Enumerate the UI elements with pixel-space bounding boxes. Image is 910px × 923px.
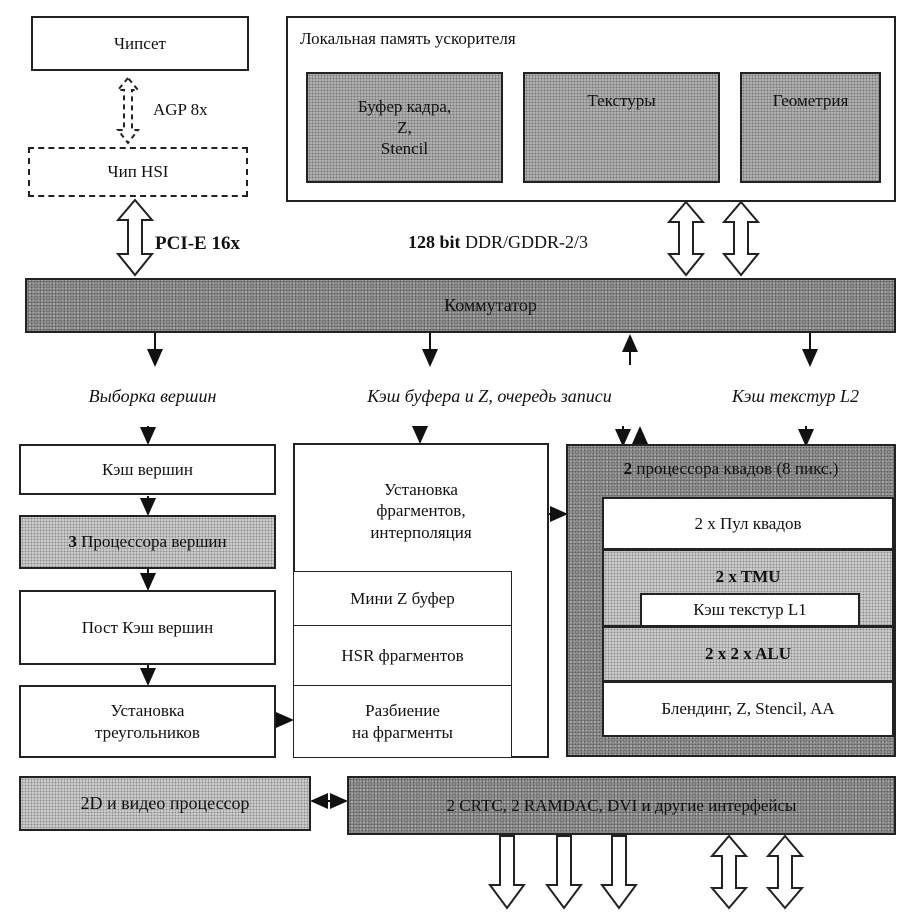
vertex-processors-box: 3 Процессора вершин bbox=[19, 515, 276, 569]
video-2d-label: 2D и видео процессор bbox=[80, 793, 250, 814]
chipset-label: Чипсет bbox=[114, 33, 166, 53]
bus-switch-label: Коммутатор bbox=[444, 295, 537, 316]
tmu-label: 2 x TMU bbox=[715, 567, 781, 586]
hsr-label: HSR фрагментов bbox=[341, 645, 464, 665]
triangle-setup-line2: треугольников bbox=[95, 722, 200, 742]
video-2d-box: 2D и видео процессор bbox=[19, 776, 311, 831]
memory-bus-type: DDR/GDDR-2/3 bbox=[465, 232, 589, 252]
bus-switch-bar: Коммутатор bbox=[25, 278, 896, 333]
local-memory-title: Локальная память ускорителя bbox=[300, 29, 516, 48]
hsi-chip-label: Чип HSI bbox=[107, 162, 169, 182]
framebuffer-line1: Буфер кадра, bbox=[357, 96, 452, 116]
blending-box: Блендинг, Z, Stencil, AA bbox=[602, 681, 894, 737]
hsr-box: HSR фрагментов bbox=[293, 625, 512, 686]
framebuffer-line2: Z, bbox=[397, 117, 412, 137]
output-arrows bbox=[488, 834, 805, 910]
fragment-split-line2: на фрагменты bbox=[352, 722, 453, 742]
chipset-box: Чипсет bbox=[31, 16, 249, 71]
memory-bus-width: 128 bit bbox=[408, 232, 461, 252]
pcie-arrow bbox=[115, 198, 155, 277]
texture-cache-l2-box: Кэш текстур L2 bbox=[699, 367, 892, 425]
l1-cache-box: Кэш текстур L1 bbox=[640, 593, 860, 627]
fragment-split-box: Разбиение на фрагменты bbox=[293, 685, 512, 758]
vertex-processors-text: Процессора вершин bbox=[81, 532, 227, 552]
fetch-to-stage-arrows bbox=[140, 426, 814, 447]
textures-label: Текстуры bbox=[587, 91, 656, 110]
horizontal-arrows bbox=[276, 506, 568, 728]
quad-pool-label: 2 x Пул квадов bbox=[694, 513, 802, 533]
fragment-split-line1: Разбиение bbox=[365, 701, 440, 721]
vertex-fetch-label: Выборка вершин bbox=[88, 385, 217, 406]
geometry-box: Геометрия bbox=[740, 72, 881, 183]
texture-cache-l2-label: Кэш текстур L2 bbox=[731, 385, 860, 406]
vertex-cache-box: Кэш вершин bbox=[19, 444, 276, 495]
vertex-processors-count: 3 bbox=[68, 532, 77, 552]
hsi-chip-box: Чип HSI bbox=[28, 147, 248, 197]
quad-processors-title: 2 процессора квадов (8 пикс.) bbox=[568, 458, 894, 479]
textures-box: Текстуры bbox=[523, 72, 720, 183]
framebuffer-box: Буфер кадра, Z, Stencil bbox=[306, 72, 503, 183]
mini-z-buffer-box: Мини Z буфер bbox=[293, 571, 512, 626]
memory-bus-arrows bbox=[666, 200, 761, 277]
triangle-setup-line1: Установка bbox=[110, 701, 185, 721]
z-cache-box: Кэш буфера и Z, очередь записи bbox=[302, 367, 677, 425]
framebuffer-line3: Stencil bbox=[380, 139, 429, 159]
z-cache-label: Кэш буфера и Z, очередь записи bbox=[367, 385, 612, 406]
post-vertex-cache-label: Пост Кэш вершин bbox=[81, 617, 214, 637]
pcie-label: PCI-E 16x bbox=[155, 233, 240, 254]
interfaces-box: 2 CRTC, 2 RAMDAC, DVI и другие интерфейс… bbox=[347, 776, 896, 835]
vertex-cache-label: Кэш вершин bbox=[101, 459, 193, 479]
quad-processors-count: 2 bbox=[623, 459, 633, 478]
bus-to-fetch-arrows bbox=[147, 333, 818, 367]
quad-processors-title-text: процессора квадов (8 пикс.) bbox=[636, 459, 839, 478]
interfaces-label: 2 CRTC, 2 RAMDAC, DVI и другие интерфейс… bbox=[446, 795, 797, 815]
triangle-setup-box: Установка треугольников bbox=[19, 685, 276, 758]
alu-label: 2 x 2 x ALU bbox=[705, 644, 791, 664]
l1-cache-label: Кэш текстур L1 bbox=[693, 600, 807, 620]
mini-z-buffer-label: Мини Z буфер bbox=[350, 588, 455, 608]
alu-box: 2 x 2 x ALU bbox=[602, 626, 894, 682]
quad-pool-box: 2 x Пул квадов bbox=[602, 497, 894, 550]
fragment-setup-line2: фрагментов, bbox=[376, 501, 466, 521]
post-vertex-cache-box: Пост Кэш вершин bbox=[19, 590, 276, 665]
blending-label: Блендинг, Z, Stencil, AA bbox=[661, 699, 835, 719]
vertex-processors-label: 3 Процессора вершин bbox=[68, 531, 226, 552]
fragment-setup-line1: Установка bbox=[384, 480, 458, 499]
memory-bus-label: 128 bit DDR/GDDR-2/3 bbox=[408, 232, 588, 253]
agp-arrow bbox=[115, 76, 141, 145]
fragment-setup-line3: интерполяция bbox=[370, 522, 472, 542]
vertex-fetch-box: Выборка вершин bbox=[25, 367, 280, 425]
fragment-setup-text: Установка фрагментов, интерполяция bbox=[295, 479, 547, 543]
geometry-label: Геометрия bbox=[772, 91, 849, 110]
agp-label: AGP 8x bbox=[153, 100, 208, 119]
